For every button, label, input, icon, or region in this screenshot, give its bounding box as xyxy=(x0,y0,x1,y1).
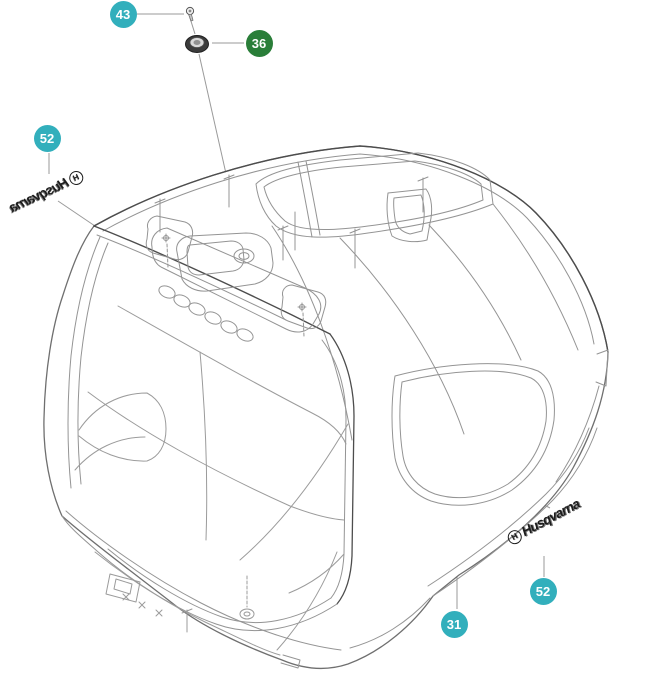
callout-badge-52-left[interactable]: 52 xyxy=(33,124,61,152)
roof-recess xyxy=(255,152,494,238)
control-panel xyxy=(151,227,322,342)
interior-lines xyxy=(74,305,349,656)
button-holes xyxy=(158,285,254,342)
handle-pocket xyxy=(386,188,433,243)
rear-fin xyxy=(595,349,609,387)
screw-position-lines xyxy=(154,174,361,269)
mounting-bracket-left xyxy=(145,215,194,269)
mounting-bracket-right xyxy=(280,284,327,338)
front-rim xyxy=(93,225,331,335)
grommet-part xyxy=(185,35,209,53)
body-outline xyxy=(43,145,609,669)
front-right-pillar xyxy=(329,333,355,605)
callout-badge-36[interactable]: 36 xyxy=(245,29,273,57)
callout-badge-52-right[interactable]: 52 xyxy=(529,577,557,605)
callout-badge-43[interactable]: 43 xyxy=(109,0,137,28)
side-panel-recess xyxy=(391,363,555,506)
screw-part xyxy=(185,6,195,22)
display-bezel xyxy=(176,232,274,292)
display-window xyxy=(186,240,245,276)
body-shell xyxy=(43,145,609,669)
leader-logo-left-to-body xyxy=(57,200,96,227)
antenna-hole xyxy=(233,248,255,264)
callout-badge-31[interactable]: 31 xyxy=(440,610,468,638)
top-ridge xyxy=(93,145,609,353)
